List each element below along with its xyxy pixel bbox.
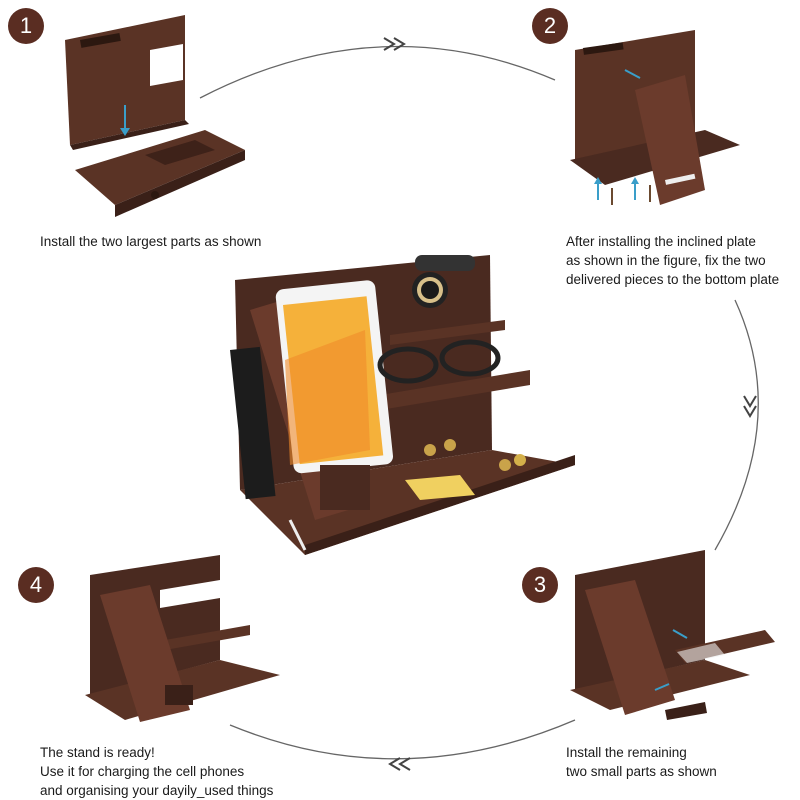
arrow-3-to-4 <box>229 719 576 760</box>
step-1-illustration <box>65 15 245 217</box>
step-4-caption: The stand is ready! Use it for charging … <box>40 743 273 800</box>
step-4-illustration <box>85 555 280 722</box>
step-3-caption: Install the remaining two small parts as… <box>566 743 717 781</box>
arrow-2-to-3 <box>714 299 759 551</box>
arrow-1-to-2 <box>199 45 556 99</box>
step-3-line-2: two small parts as shown <box>566 764 717 779</box>
step-3-line-1: Install the remaining <box>566 745 687 760</box>
step-3-badge: 3 <box>522 567 558 603</box>
step-2-badge: 2 <box>532 8 568 44</box>
step-4-line-3: and organising your dayily_used things <box>40 783 274 798</box>
arrow-head-top <box>383 37 406 51</box>
step-2-line-1: After installing the inclined plate <box>566 234 756 249</box>
finished-stand-illustration <box>230 255 575 555</box>
step-2-line-2: as shown in the figure, fix the two <box>566 253 766 268</box>
step-2-illustration <box>570 30 740 205</box>
step-3-illustration <box>570 550 775 720</box>
arrow-head-right <box>743 395 757 418</box>
step-2-caption: After installing the inclined plate as s… <box>566 232 779 289</box>
step-2-line-3: delivered pieces to the bottom plate <box>566 272 780 287</box>
arrow-head-bottom <box>388 757 411 771</box>
step-4-line-1: The stand is ready! <box>40 745 155 760</box>
step-4-line-2: Use it for charging the cell phones <box>40 764 245 779</box>
step-1-caption: Install the two largest parts as shown <box>40 232 261 251</box>
step-1-badge: 1 <box>8 8 44 44</box>
step-4-badge: 4 <box>18 567 54 603</box>
step-1-line-1: Install the two largest parts as shown <box>40 234 262 249</box>
